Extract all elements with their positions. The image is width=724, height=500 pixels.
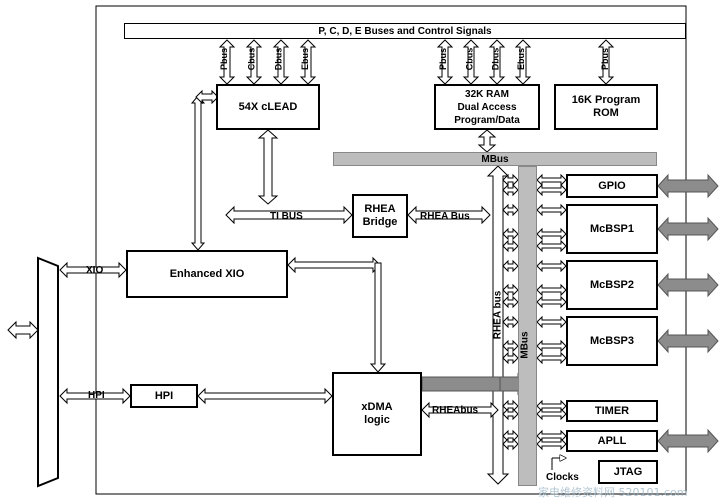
mbus-h-label: MBus: [481, 153, 509, 165]
rhea-periph-arrow: [502, 315, 519, 329]
external-io-arrow: [657, 328, 719, 354]
external-io-arrow: [657, 216, 719, 242]
hpi-bus-label: HPI: [88, 390, 105, 401]
clead-tibus-arrow: [257, 129, 279, 205]
mbus-vertical: [518, 166, 537, 486]
mbus-periph-arrow: [536, 183, 567, 197]
mbus-periph-arrow: [536, 283, 567, 297]
mbus-periph-arrow: [536, 339, 567, 353]
rhea-bridge-block: RHEA Bridge: [352, 194, 408, 238]
mbus-periph-arrow: [536, 227, 567, 241]
jtag-label: JTAG: [613, 465, 643, 478]
ram-label: 32K RAM Dual Access Program/Data: [454, 88, 520, 126]
ram-dbus-label: Dbus: [490, 47, 501, 71]
mbus-periph-arrow: [536, 351, 567, 365]
rhea-periph-arrow: [502, 227, 519, 241]
gpio-block: GPIO: [566, 174, 658, 198]
mcbsp1-block: McBSP1: [566, 204, 658, 254]
rhea-periph-arrow: [502, 259, 519, 273]
clead-pbus-label: Pbus: [219, 47, 230, 71]
mbus-periph-arrow: [536, 173, 567, 187]
xdma-block: xDMA logic: [332, 372, 422, 456]
rhea-periph-arrow: [502, 399, 519, 413]
clead-cbus-label: Cbus: [246, 47, 257, 71]
external-port-shape: [37, 256, 59, 488]
mcbsp2-label: McBSP2: [589, 278, 635, 291]
timer-block: TIMER: [566, 400, 658, 422]
ram-mbus-arrow: [477, 129, 497, 153]
mbus-horizontal: MBus: [333, 152, 657, 166]
enhanced-xio-block: Enhanced XIO: [126, 250, 288, 298]
mbus-periph-arrow: [536, 259, 567, 273]
apll-label: APLL: [597, 434, 627, 447]
rhea-bus-v-label: RHEA bus: [492, 290, 504, 340]
mbus-periph-arrow: [536, 203, 567, 217]
top-bus-label: P, C, D, E Buses and Control Signals: [318, 25, 492, 37]
mbus-v-label: MBus: [519, 331, 531, 359]
xdma-rheabus-arrow: [421, 401, 499, 419]
mcbsp3-label: McBSP3: [589, 334, 635, 347]
rhea-periph-arrow: [502, 295, 519, 309]
mcbsp1-label: McBSP1: [589, 222, 635, 235]
chip-outline: [95, 5, 687, 495]
rhea-bus-arrow: [407, 205, 491, 225]
rom-label: 16K Program ROM: [571, 94, 641, 119]
rhea-periph-arrow: [502, 339, 519, 353]
enhanced-xio-label: Enhanced XIO: [169, 267, 245, 280]
rhea-periph-arrow: [502, 407, 519, 421]
rom-pbus-label: Pbus: [600, 47, 611, 71]
rheabus-xdma-label: RHEAbus: [432, 405, 479, 416]
clead-xio-arrow: [190, 95, 206, 251]
clocks-label: Clocks: [546, 472, 579, 483]
rhea-periph-arrow: [502, 239, 519, 253]
rhea-periph-arrow: [502, 351, 519, 365]
rhea-periph-arrow: [502, 203, 519, 217]
xdma-label: xDMA logic: [361, 401, 393, 426]
rhea-periph-arrow: [502, 429, 519, 443]
mbus-periph-arrow: [536, 295, 567, 309]
jtag-block: JTAG: [598, 460, 658, 484]
ram-cbus-label: Cbus: [464, 47, 475, 71]
xio-xdma-arrow-v: [369, 262, 387, 373]
hpi-label: HPI: [154, 389, 174, 402]
clead-ebus-label: Ebus: [300, 47, 311, 71]
ram-block: 32K RAM Dual Access Program/Data: [434, 84, 540, 130]
ram-ebus-label: Ebus: [516, 47, 527, 71]
clead-block: 54X cLEAD: [216, 84, 320, 130]
xio-xdma-arrow-h: [287, 256, 381, 274]
rhea-periph-arrow: [502, 283, 519, 297]
rhea-bus-label: RHEA Bus: [420, 211, 470, 222]
external-arrow: [7, 320, 39, 340]
external-io-arrow: [657, 428, 719, 454]
external-io-arrow: [657, 272, 719, 298]
rhea-periph-arrow: [502, 183, 519, 197]
mbus-periph-arrow: [536, 437, 567, 451]
rom-block: 16K Program ROM: [554, 84, 658, 130]
mcbsp3-block: McBSP3: [566, 316, 658, 366]
ram-pbus-label: Pbus: [438, 47, 449, 71]
hpi-xdma-arrow: [197, 387, 333, 405]
apll-block: APLL: [566, 430, 658, 452]
rhea-bridge-label: RHEA Bridge: [362, 203, 398, 228]
hpi-block: HPI: [130, 384, 198, 408]
clead-label: 54X cLEAD: [238, 100, 298, 113]
mcbsp2-block: McBSP2: [566, 260, 658, 310]
rhea-periph-arrow: [502, 437, 519, 451]
xio-label: XIO: [86, 265, 104, 276]
mbus-periph-arrow: [536, 315, 567, 329]
clead-dbus-label: Dbus: [273, 47, 284, 71]
top-bus-bar: P, C, D, E Buses and Control Signals: [124, 23, 686, 39]
external-io-arrow: [657, 173, 719, 199]
timer-label: TIMER: [594, 404, 630, 417]
gpio-label: GPIO: [598, 179, 626, 192]
watermark: 家电维修资料网 520101.com: [538, 486, 688, 499]
ti-bus-label: TI BUS: [270, 211, 303, 222]
mbus-periph-arrow: [536, 407, 567, 421]
mbus-periph-arrow: [536, 239, 567, 253]
